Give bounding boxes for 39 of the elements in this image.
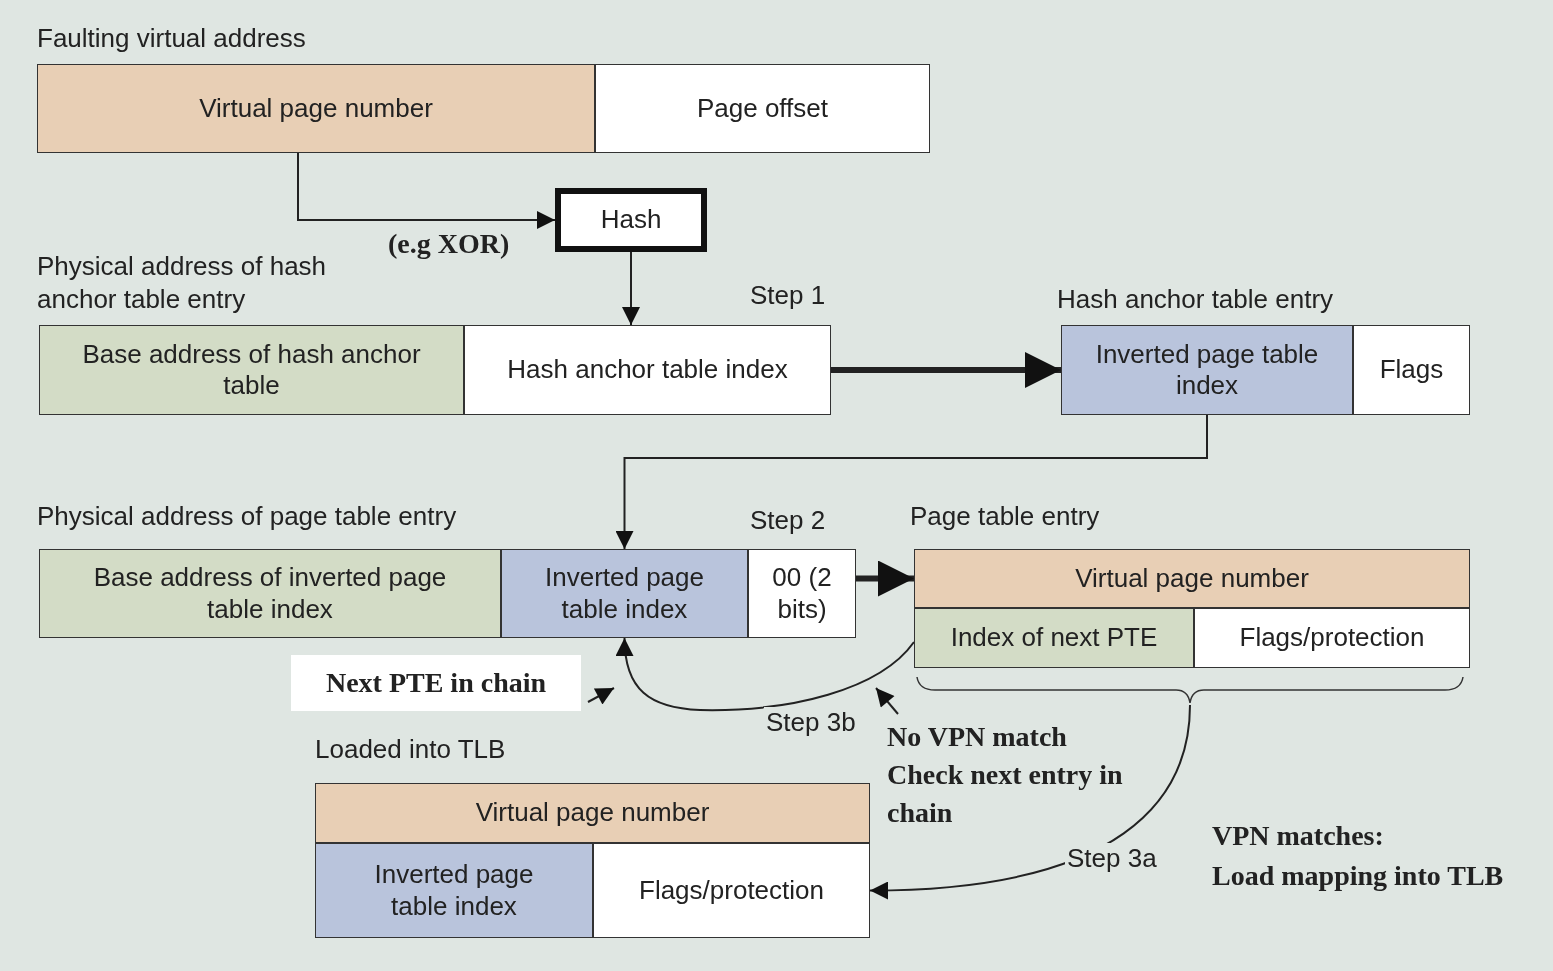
register-field: Virtual page number xyxy=(914,549,1470,608)
register-field: Page offset xyxy=(595,64,930,153)
arrow xyxy=(869,704,1191,899)
register-field: Virtual page number xyxy=(315,783,870,843)
annotation-text: Check next entry in chain xyxy=(887,758,1124,830)
register-heading: Physical address of page table entry xyxy=(37,500,458,533)
register-heading: Faulting virtual address xyxy=(37,22,307,55)
hash-box: Hash xyxy=(555,188,707,252)
register-field: Virtual page number xyxy=(37,64,595,153)
edge-label: Step 3b xyxy=(764,707,858,738)
annotation-text: No VPN match xyxy=(887,720,1068,754)
arrow xyxy=(831,352,1061,388)
register-heading: Page table entry xyxy=(910,500,1101,533)
register-field: 00 (2 bits) xyxy=(748,549,856,638)
arrow xyxy=(856,560,914,597)
annotation-text: (e.g XOR) xyxy=(388,228,510,260)
arrow xyxy=(875,687,899,715)
register-field: Flags xyxy=(1353,325,1470,415)
arrow xyxy=(616,637,915,711)
annotation-text: VPN matches: xyxy=(1212,820,1384,852)
register-heading: Hash anchor table entry xyxy=(1057,283,1335,316)
arrow xyxy=(615,414,1208,550)
arrow xyxy=(297,152,556,229)
register-field: Flags/protection xyxy=(1194,608,1470,668)
register-field: Inverted page table index xyxy=(1061,325,1353,415)
annotation-box: Next PTE in chain xyxy=(291,655,581,711)
register-heading: Loaded into TLB xyxy=(315,733,507,766)
register-field: Inverted page table index xyxy=(501,549,748,638)
register-field: Index of next PTE xyxy=(914,608,1194,668)
annotation-text: Load mapping into TLB xyxy=(1212,860,1504,892)
register-field: Base address of inverted page table index xyxy=(39,549,501,638)
register-field: Flags/protection xyxy=(593,843,870,938)
register-heading: Physical address of hash anchor table entry xyxy=(37,250,327,315)
register-field: Base address of hash anchor table xyxy=(39,325,464,415)
edge-label: Step 3a xyxy=(1065,843,1159,874)
register-field: Hash anchor table index xyxy=(464,325,831,415)
arrow xyxy=(622,251,640,326)
register-field: Inverted page table index xyxy=(315,843,593,938)
arrow xyxy=(587,687,615,705)
